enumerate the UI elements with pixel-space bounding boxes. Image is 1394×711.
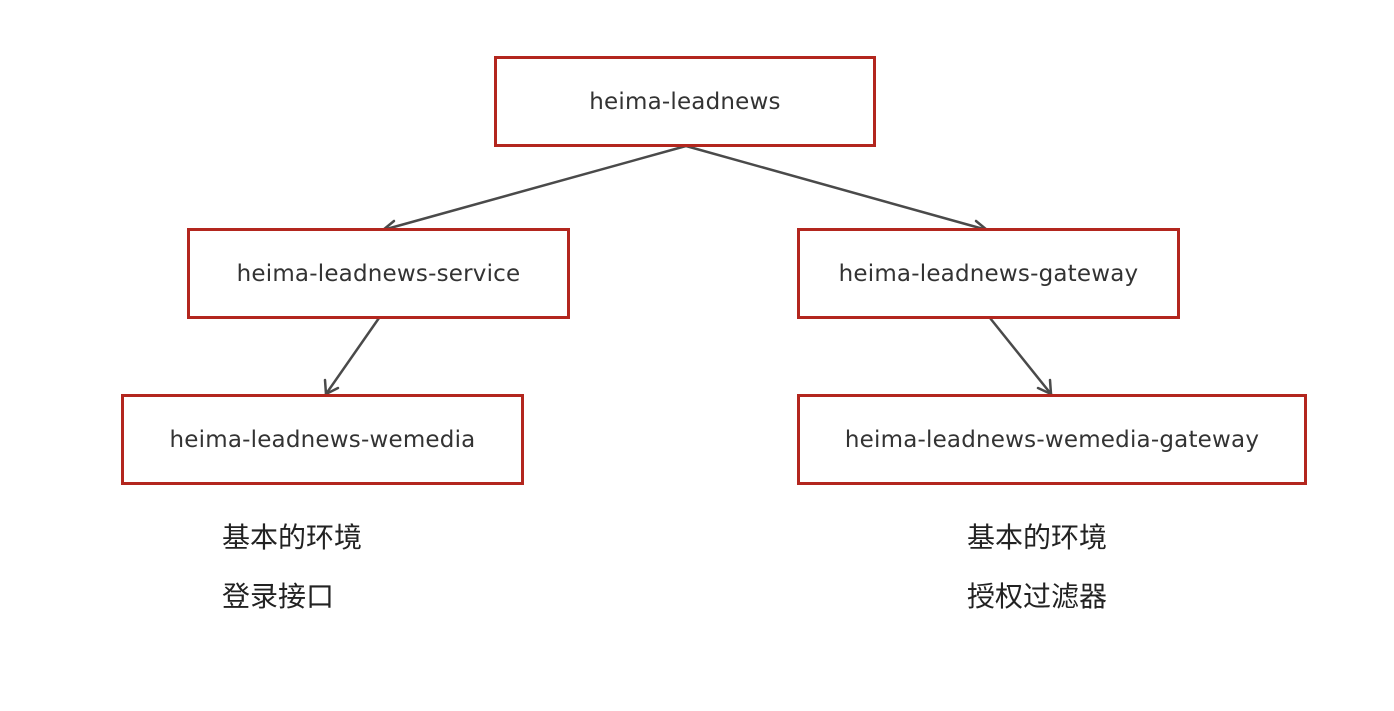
node-heima-leadnews-gateway: heima-leadnews-gateway [797, 228, 1180, 319]
note-left-basic-environment: 基本的环境 [222, 521, 363, 554]
arrow-service-to-wemedia [323, 316, 381, 396]
node-heima-leadnews: heima-leadnews [494, 56, 876, 147]
arrow-root-to-gateway [684, 144, 989, 234]
node-label: heima-leadnews-wemedia [169, 426, 476, 453]
node-label: heima-leadnews-wemedia-gateway [844, 426, 1260, 453]
node-heima-leadnews-wemedia-gateway: heima-leadnews-wemedia-gateway [797, 394, 1307, 485]
node-label: heima-leadnews-gateway [838, 260, 1139, 287]
node-heima-leadnews-wemedia: heima-leadnews-wemedia [121, 394, 524, 485]
node-label: heima-leadnews [589, 88, 781, 115]
note-right-basic-environment: 基本的环境 [967, 521, 1108, 554]
arrow-gateway-to-wemedia-gateway [988, 316, 1053, 396]
note-left-login-api: 登录接口 [222, 580, 335, 613]
node-label: heima-leadnews-service [236, 260, 521, 287]
arrow-root-to-service [381, 144, 688, 234]
note-right-auth-filter: 授权过滤器 [967, 580, 1108, 613]
node-heima-leadnews-service: heima-leadnews-service [187, 228, 570, 319]
